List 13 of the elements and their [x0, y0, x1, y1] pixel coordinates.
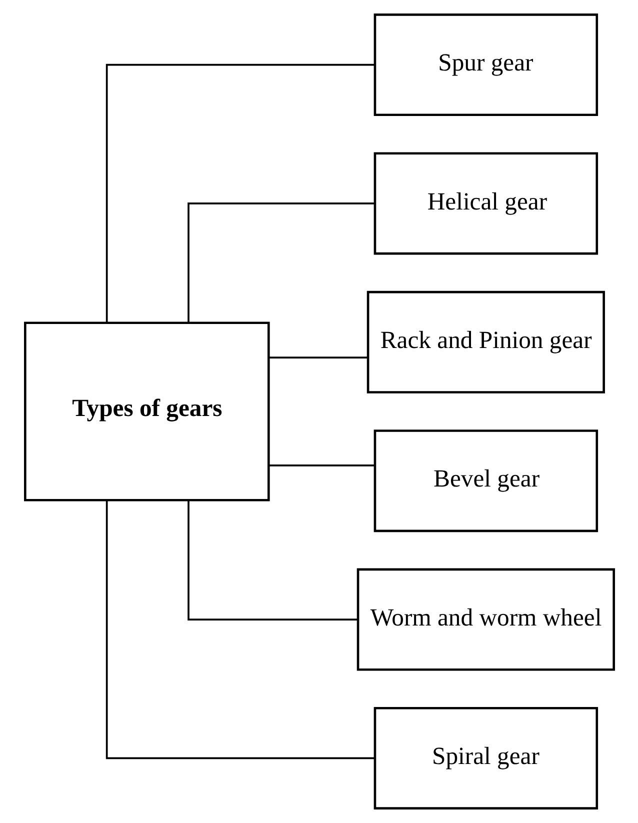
node-box: Rack and Pinion gear [366, 290, 604, 394]
node-box: Helical gear [373, 152, 598, 255]
node-box: Types of gears [24, 322, 270, 502]
connector [187, 202, 374, 323]
connector [105, 500, 374, 760]
node-box: Spur gear [373, 14, 598, 116]
node-box: Worm and worm wheel [356, 568, 614, 671]
connector [268, 464, 374, 466]
connector [187, 500, 358, 620]
connector [105, 64, 374, 323]
node-box: Bevel gear [373, 430, 598, 532]
connector [268, 356, 368, 358]
node-box: Spiral gear [373, 707, 598, 810]
